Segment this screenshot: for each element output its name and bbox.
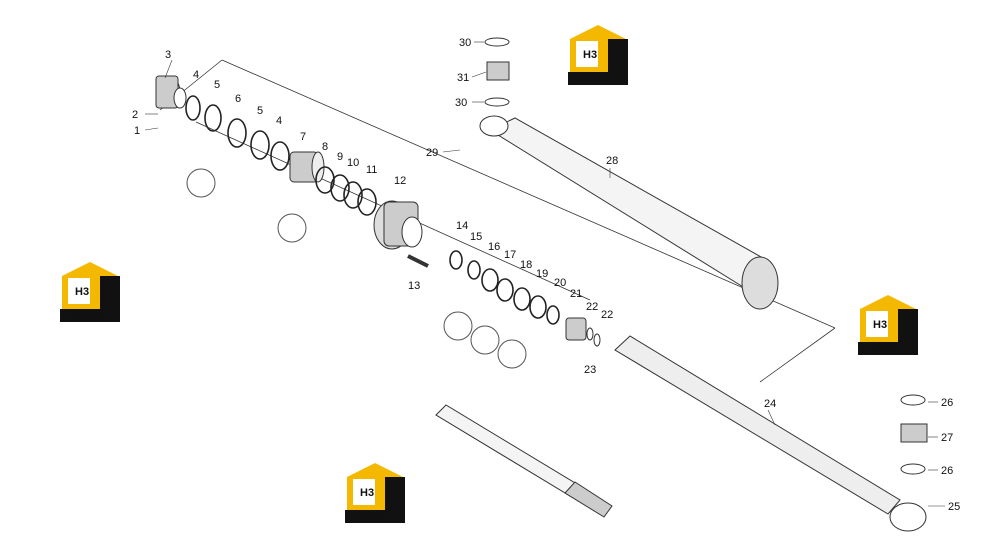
piston	[289, 151, 325, 183]
callout-20: 20	[554, 277, 566, 289]
callout-13: 13	[408, 280, 420, 292]
head-body	[373, 200, 423, 250]
callout-3: 3	[165, 49, 171, 61]
assembled-cylinder	[435, 404, 613, 518]
callout-1: 1	[134, 125, 140, 137]
callout-9: 9	[337, 151, 343, 163]
callout-27: 27	[941, 432, 953, 444]
callout-10: 10	[347, 157, 359, 169]
callout-31: 31	[457, 72, 469, 84]
callout-24: 24	[764, 398, 776, 410]
callout-labels: 1 2 3 4 5 6 5 4 7 8 9 10 11 12 13 14 15 …	[132, 37, 960, 513]
callout-14: 14	[456, 220, 468, 232]
callout-17: 17	[504, 249, 516, 261]
brand-logo-4-sub: CHAБ	[355, 511, 389, 523]
callout-23: 23	[584, 364, 596, 376]
callout-5a: 5	[214, 79, 220, 91]
brand-logo-1: H3 CHAБ	[568, 25, 628, 85]
brand-logo-3-main: H3	[873, 319, 887, 331]
piston-rod	[614, 335, 927, 532]
callout-28: 28	[606, 155, 618, 167]
callout-11: 11	[366, 164, 377, 176]
brand-logo-4-main: H3	[360, 487, 374, 499]
callout-26b: 26	[941, 465, 953, 477]
callout-30b: 30	[455, 97, 467, 109]
brand-logo-1-main: H3	[583, 49, 597, 61]
pin	[407, 254, 429, 268]
brand-logo-2: H3 CHAБ	[60, 262, 120, 322]
callout-19: 19	[536, 268, 548, 280]
seal-rings-1	[185, 95, 290, 171]
callout-30a: 30	[459, 37, 471, 49]
brand-logo-2-main: H3	[75, 286, 89, 298]
callout-5b: 5	[257, 105, 263, 117]
callout-26a: 26	[941, 397, 953, 409]
callout-25: 25	[948, 501, 960, 513]
callout-7: 7	[300, 131, 306, 143]
callout-22b: 22	[601, 309, 613, 321]
callout-22a: 22	[586, 301, 598, 313]
leader-lines	[144, 41, 945, 507]
nut	[565, 317, 601, 347]
callout-4b: 4	[276, 115, 282, 127]
callout-16: 16	[488, 241, 500, 253]
rod-bushings	[900, 394, 928, 475]
callout-8: 8	[322, 141, 328, 153]
callout-4a: 4	[193, 69, 199, 81]
brand-logo-1-sub: CHAБ	[578, 73, 612, 85]
callout-2: 2	[132, 109, 138, 121]
gland-head	[155, 75, 187, 109]
brand-logo-2-sub: CHAБ	[70, 310, 104, 322]
seal-rings-3	[449, 250, 560, 325]
brand-logo-3-sub: CHAБ	[868, 343, 902, 355]
callout-29: 29	[426, 147, 438, 159]
brand-logo-3: H3 CHAБ	[858, 295, 918, 355]
callout-21: 21	[570, 288, 582, 300]
cylinder-tube	[479, 115, 779, 310]
callout-12: 12	[394, 175, 406, 187]
brand-logo-4: H3 CHAБ	[345, 463, 405, 523]
tube-bushings	[484, 37, 510, 107]
callout-15: 15	[470, 231, 482, 243]
seal-rings-2	[315, 166, 377, 216]
detail-bubbles	[186, 168, 527, 369]
callout-6: 6	[235, 93, 241, 105]
callout-18: 18	[520, 259, 532, 271]
